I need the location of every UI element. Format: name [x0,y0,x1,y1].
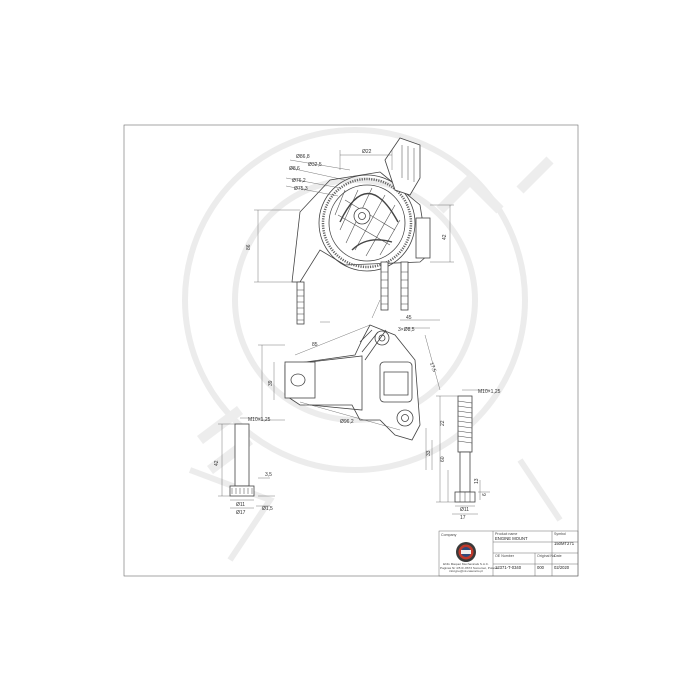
dim-label: Ø76,2 [292,178,306,184]
dim-label: 86 [246,244,252,250]
dim-label: M10×1,25 [478,389,501,395]
dim-label: 13 [474,478,480,484]
dim-label: Ø11 [236,502,245,508]
oe-value: 12371-T-0340 [495,565,522,570]
dim-label: 33 [426,450,432,456]
watermark-letters [197,156,554,474]
dim-label: 17,5 [428,362,437,373]
bolt-dimensions [425,389,490,515]
dim-label: 42 [442,234,448,240]
center-bolt [353,207,371,225]
bolt-detail [454,395,476,503]
dim-label: Ø8,6 [289,166,300,172]
symbol-value: 150MT271 [554,541,575,546]
top-view [291,137,431,325]
date-value: 02/2020 [554,565,570,570]
dim-label: Ø75,3 [294,186,308,192]
top-arm [384,137,421,196]
bolt-thread [457,395,473,453]
dim-label: 39 [268,380,274,386]
dim-label: Ø1,5 [262,506,273,512]
dim-label: Ø86,8 [296,154,310,160]
stud-dimensions [218,417,275,509]
dim-label: M10×1,25 [248,417,271,423]
ordnum-label: Original No. [537,554,556,558]
lower-hole [396,409,414,427]
side-eye [290,373,306,387]
dim-label: Ø96,2 [340,419,354,425]
company-label: Company [441,533,457,537]
sheet-frame [123,124,579,577]
stud-shank [234,423,250,487]
stud-detail [229,423,255,497]
date-label: Date [554,554,562,558]
product-label: Product name [495,532,518,536]
dim-label: 3,5 [265,472,272,478]
title-block-frame [438,530,579,577]
side-view-dimensions [258,319,441,431]
product-name: ENGINE MOUNT [495,536,528,541]
dim-label: Ø22 [362,149,372,155]
company-logo [456,542,476,562]
company-name: ENG Maquet Mechanicals S.A.C. [443,562,489,566]
stud-left [296,281,305,325]
company-address: Paginas Nr 4/5 IF-8673 Somerset, Poland [440,565,498,570]
ordnum-value: 000 [537,565,544,570]
oe-label: OE Number [495,554,514,558]
side-bracket [284,324,421,441]
side-block [415,217,431,259]
stud-right [400,261,409,311]
symbol-label: Symbol [554,532,566,536]
stud-head [229,485,255,497]
dimension-labels: Ø86,8 Ø32,5 Ø22 Ø8,6 Ø76,2 Ø75,3 86 42 4… [214,149,501,521]
upper-hole [374,330,390,346]
dim-label: 85 [312,342,318,348]
dim-label: Ø11 [460,507,469,513]
dim-label: 60 [440,456,446,462]
stud-mid [380,261,389,311]
company-web: infotype@ml-caterarto.pl [449,569,483,573]
bolt-shank [459,451,471,493]
dim-label: Ø32,5 [308,162,322,168]
dim-label: 22 [440,420,446,426]
dim-label: 42 [214,460,220,466]
dim-label: 17 [460,515,466,521]
dim-label: 3×Ø8,5 [398,327,415,333]
dim-label: 6 [482,493,488,496]
top-view-dimensions [254,150,454,323]
outer-ring [318,174,416,272]
side-view [284,324,421,441]
dim-label: Ø17 [236,510,246,516]
dim-label: 45 [406,315,412,321]
